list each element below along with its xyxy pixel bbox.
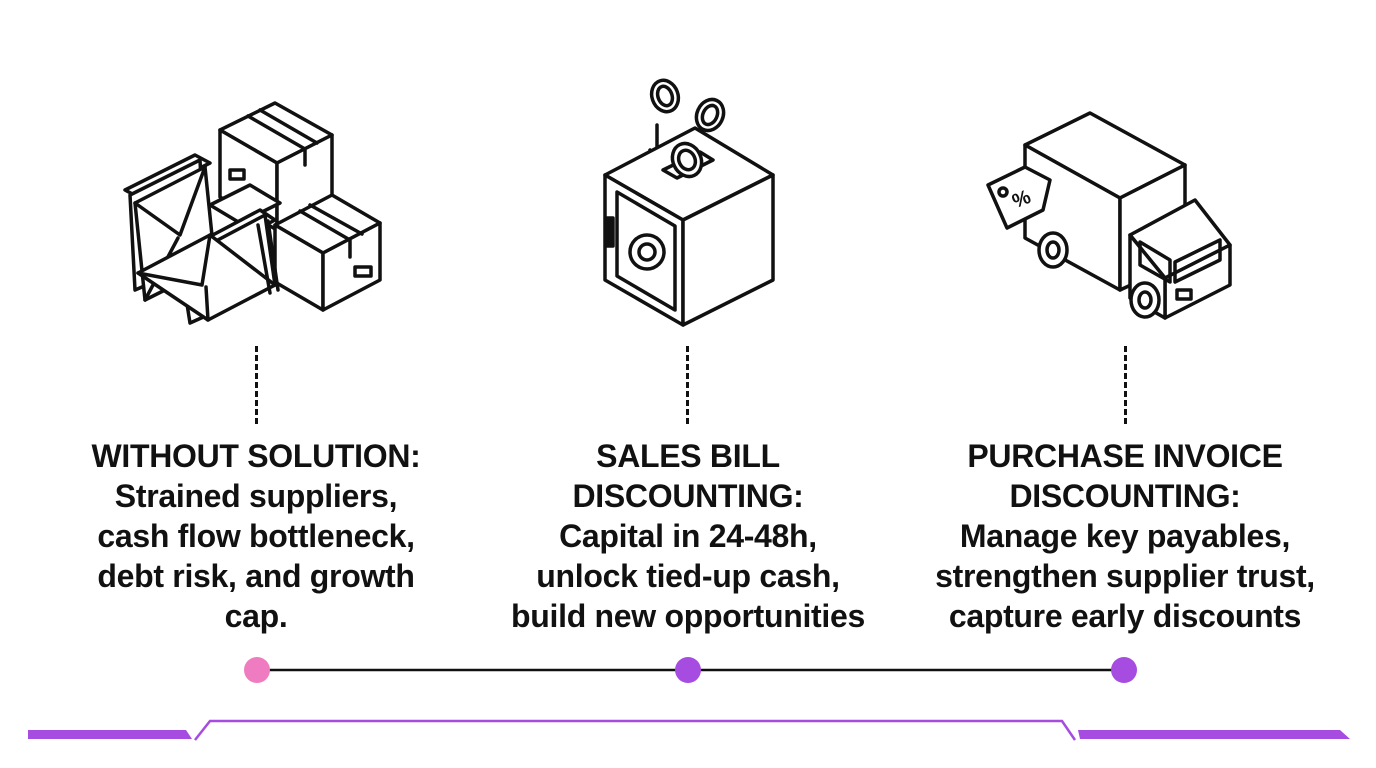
- timeline: [244, 657, 1137, 683]
- step-heading: PURCHASE INVOICE DISCOUNTING:: [967, 438, 1283, 514]
- dashed-connector: [255, 346, 258, 424]
- safe-with-coins-icon: [603, 78, 775, 327]
- step-text-sales-bill: SALES BILL DISCOUNTING: Capital in 24-48…: [498, 436, 878, 636]
- step-text-without-solution: WITHOUT SOLUTION: Strained suppliers, ca…: [66, 436, 446, 636]
- step-description: Strained suppliers, cash flow bottleneck…: [97, 478, 415, 634]
- timeline-dot-1: [244, 657, 270, 683]
- center-frame-line: [194, 719, 1077, 741]
- step-text-purchase-invoice: PURCHASE INVOICE DISCOUNTING: Manage key…: [925, 436, 1325, 636]
- delivery-truck-discount-icon: %: [986, 111, 1232, 320]
- right-accent-bar: [1078, 730, 1350, 739]
- left-accent-bar: [28, 730, 192, 739]
- step-description: Capital in 24-48h, unlock tied-up cash, …: [511, 518, 865, 634]
- bottom-decorative-frame: [28, 719, 1350, 741]
- dashed-connector: [686, 346, 689, 424]
- timeline-dot-2: [675, 657, 701, 683]
- boxes-and-envelopes-icon: [123, 101, 382, 325]
- step-description: Manage key payables, strengthen supplier…: [935, 518, 1315, 634]
- step-heading: WITHOUT SOLUTION:: [91, 438, 421, 474]
- timeline-dot-3: [1111, 657, 1137, 683]
- dashed-connector: [1124, 346, 1127, 424]
- step-heading: SALES BILL DISCOUNTING:: [572, 438, 804, 514]
